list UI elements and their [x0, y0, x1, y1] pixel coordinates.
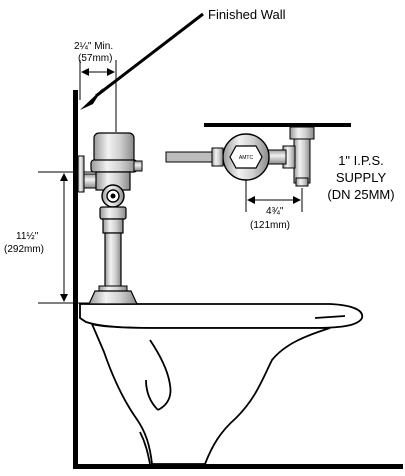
toilet-bowl: [79, 303, 364, 465]
supply-valve-top-view: AMTC: [165, 123, 351, 187]
supply-line-3: (DN 25MM): [327, 187, 394, 202]
finished-wall: [73, 90, 403, 469]
flushometer-valve: [77, 132, 143, 305]
height-dimension: 11½" (292mm): [2, 171, 100, 304]
supply-line-1: 1" I.P.S.: [338, 153, 384, 168]
min-clearance-in-label: 2¼" Min.: [74, 40, 113, 52]
offset-mm-label: (121mm): [250, 220, 290, 231]
supply-size-label: 1" I.P.S. SUPPLY (DN 25MM): [327, 153, 394, 202]
finished-wall-label: Finished Wall: [208, 7, 286, 22]
height-mm-label: (292mm): [4, 244, 44, 255]
valve-badge-label: AMTC: [239, 155, 254, 161]
height-in-label: 11½": [16, 231, 39, 242]
finished-wall-callout: Finished Wall: [80, 7, 286, 110]
min-clearance-dimension: 2¼" Min. (57mm): [74, 40, 117, 132]
min-clearance-mm-label: (57mm): [78, 53, 112, 64]
supply-line-2: SUPPLY: [336, 170, 387, 185]
offset-dimension: 4¾" (121mm): [245, 180, 303, 231]
offset-in-label: 4¾": [266, 206, 284, 217]
